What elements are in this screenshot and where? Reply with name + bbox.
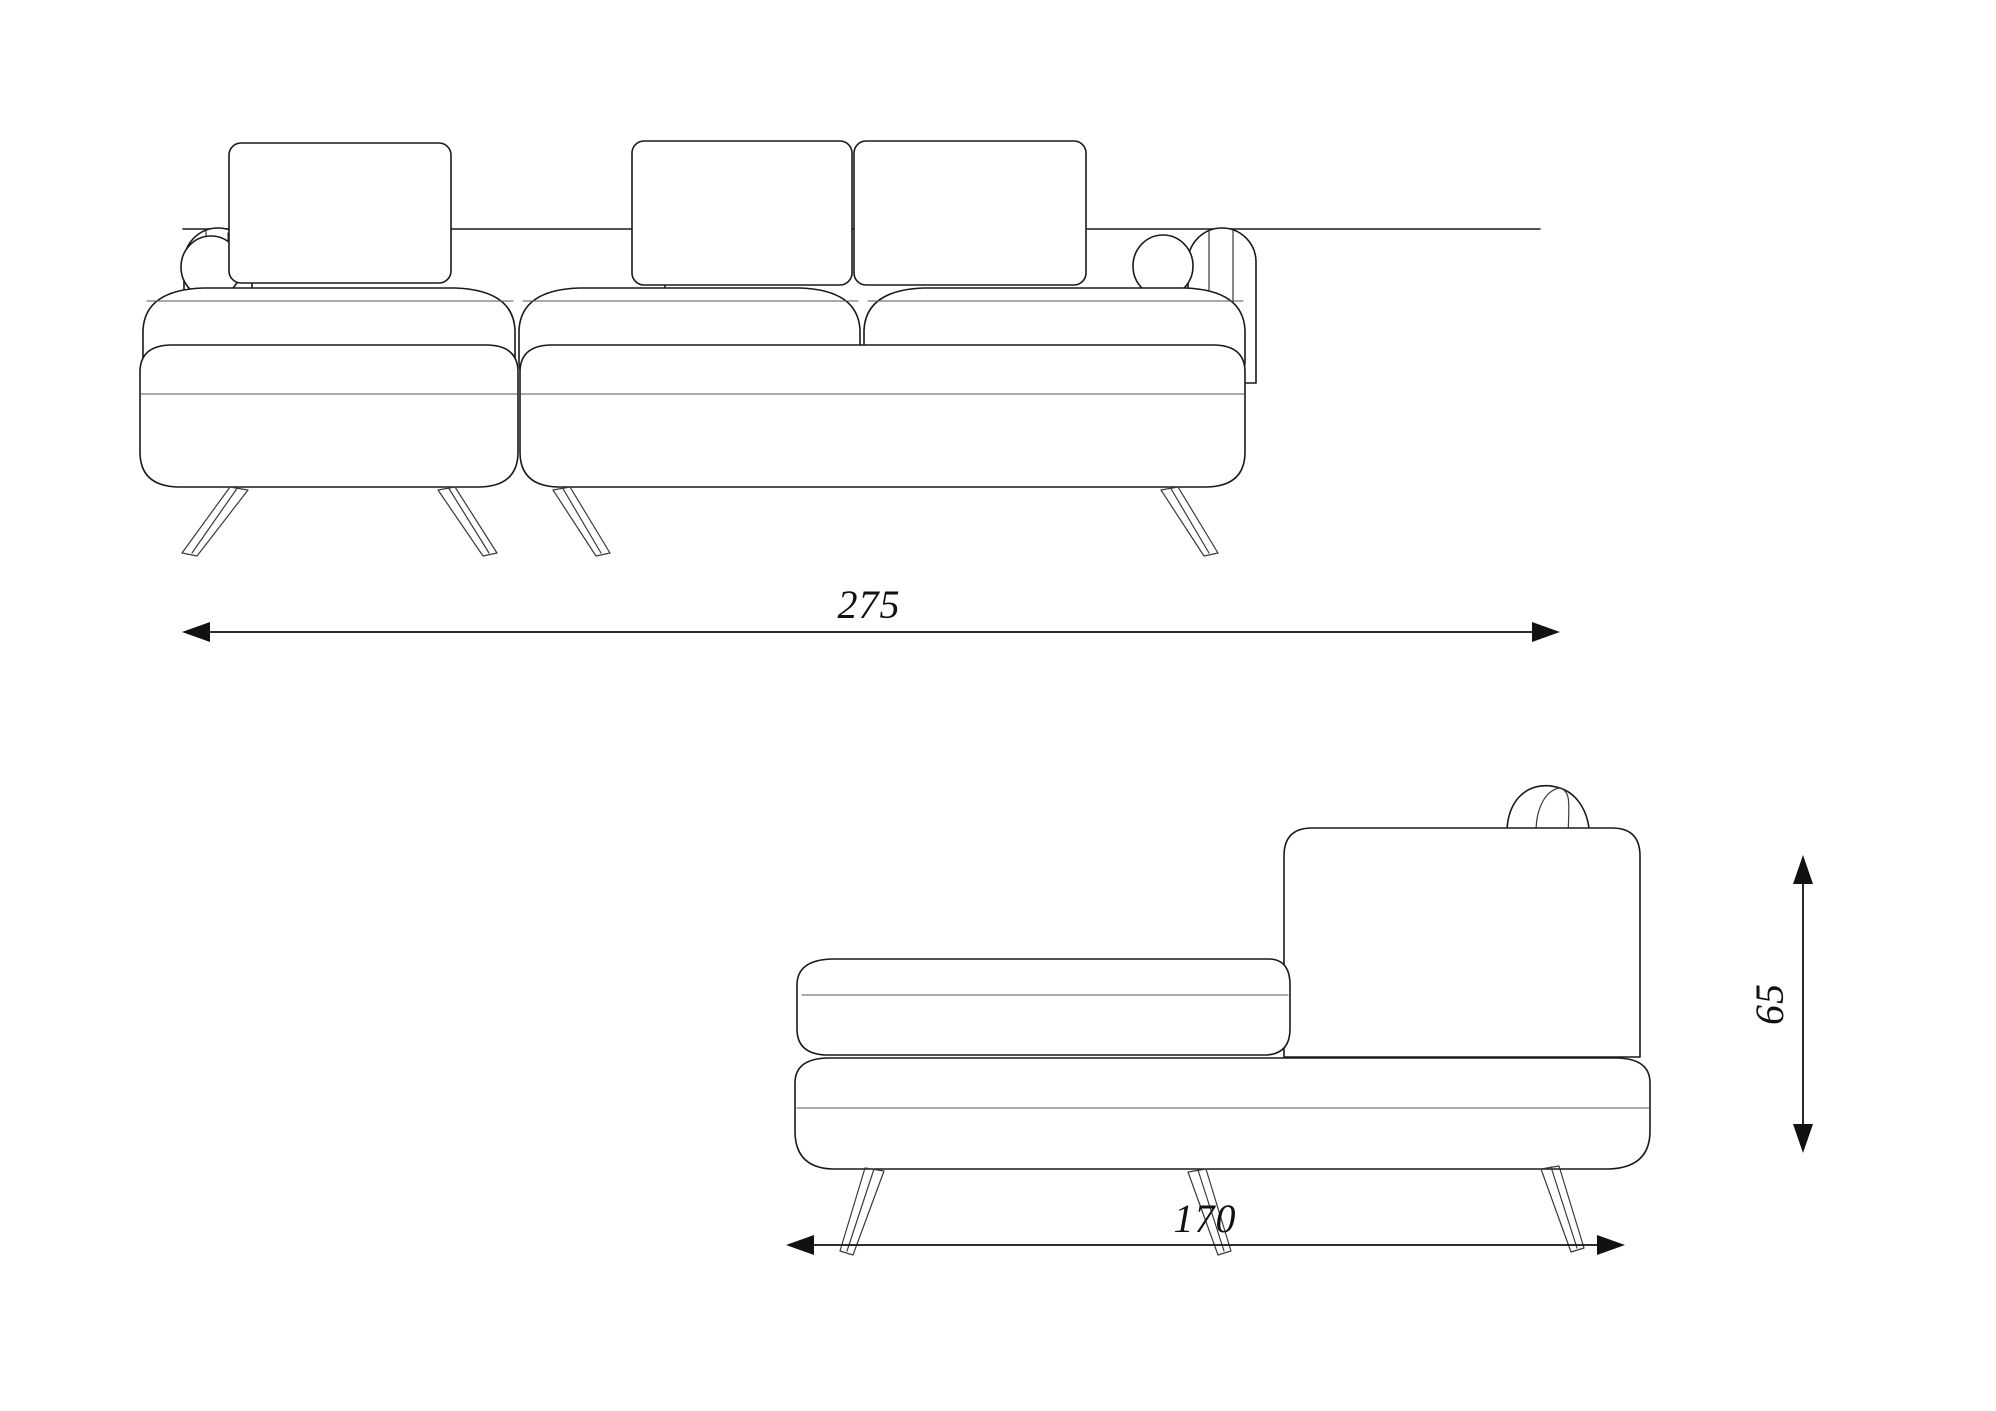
dim-arrow-left: [182, 622, 210, 642]
front-legs: [181, 486, 1219, 557]
dim-arrow-top: [1793, 855, 1813, 884]
leg: [437, 486, 498, 557]
front-base-plinth: [139, 344, 1246, 488]
leg: [1160, 486, 1219, 557]
side-base-plinth: [794, 1057, 1651, 1170]
overall-height-label: 65: [1747, 983, 1792, 1025]
overall-depth-label: 170: [1174, 1196, 1237, 1241]
side-elevation-view: [794, 784, 1651, 1256]
overall-width-dimension: 275: [182, 582, 1560, 642]
dim-arrow-right: [1532, 622, 1560, 642]
overall-width-label: 275: [838, 582, 901, 627]
dim-arrow-bottom: [1793, 1124, 1813, 1153]
dim-arrow-left: [786, 1235, 814, 1255]
side-back-cushion: [1283, 827, 1641, 1058]
center-back-cushion: [631, 140, 853, 286]
leg: [552, 486, 611, 557]
front-back-cushions: [228, 140, 1087, 286]
right-back-cushion: [853, 140, 1087, 286]
side-legs: [839, 1165, 1585, 1256]
chaise-back-cushion: [228, 142, 452, 284]
leg: [1187, 1168, 1232, 1256]
overall-height-dimension: 65: [1747, 855, 1813, 1153]
leg: [1540, 1165, 1585, 1253]
leg: [181, 486, 249, 557]
side-seat-cushion: [796, 958, 1291, 1056]
front-elevation-view: [139, 140, 1541, 557]
overall-depth-dimension: 170: [786, 1196, 1625, 1255]
leg: [839, 1167, 885, 1256]
dim-arrow-right: [1597, 1235, 1625, 1255]
